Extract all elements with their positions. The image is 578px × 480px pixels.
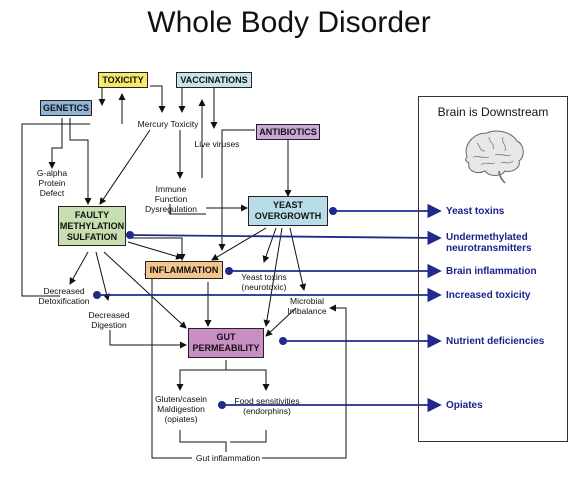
- antibiotics-box: ANTIBIOTICS: [256, 124, 320, 140]
- gluten-casein-label: Gluten/casein Maldigestion (opiates): [155, 394, 207, 424]
- diagram-title: Whole Body Disorder: [147, 6, 431, 39]
- output-increased-toxicity: Increased toxicity: [446, 290, 531, 301]
- decreased-detox-label: Decreased Detoxification: [38, 286, 90, 306]
- output-opiates: Opiates: [446, 400, 483, 411]
- vaccinations-box: VACCINATIONS: [176, 72, 252, 88]
- brain-icon: [465, 130, 524, 184]
- inflammation-box: INFLAMMATION: [145, 261, 223, 279]
- faulty-methylation-box: FAULTY METHYLATION SULFATION: [58, 206, 126, 246]
- gut-inflammation-label: Gut inflammation: [195, 453, 261, 463]
- galpha-label: G-alpha Protein Defect: [36, 168, 68, 198]
- output-brain-inflammation: Brain inflammation: [446, 266, 537, 277]
- decreased-digestion-label: Decreased Digestion: [88, 310, 130, 330]
- food-sensitivities-label: Food sensitivities (endorphins): [234, 396, 300, 416]
- gut-permeability-box: GUT PERMEABILITY: [188, 328, 264, 358]
- microbial-imbalance-label: Microbial Imbalance: [287, 296, 327, 316]
- yeast-toxins-neuro-label: Yeast toxins (neurotoxic): [241, 272, 287, 292]
- output-undermethylated: Undermethylated neurotransmitters: [446, 232, 532, 254]
- yeast-overgrowth-box: YEAST OVERGROWTH: [248, 196, 328, 226]
- toxicity-box: TOXICITY: [98, 72, 148, 88]
- immune-dysregulation-label: Immune Function Dysregulation: [145, 184, 197, 214]
- output-nutrient-deficiencies: Nutrient deficiencies: [446, 336, 545, 347]
- live-viruses-label: Live viruses: [194, 139, 240, 149]
- brain-downstream-panel: Brain is Downstream: [418, 96, 568, 442]
- output-yeast-toxins: Yeast toxins: [446, 206, 505, 217]
- genetics-box: GENETICS: [40, 100, 92, 116]
- panel-title: Brain is Downstream: [437, 105, 549, 119]
- mercury-toxicity-label: Mercury Toxicity: [137, 119, 199, 129]
